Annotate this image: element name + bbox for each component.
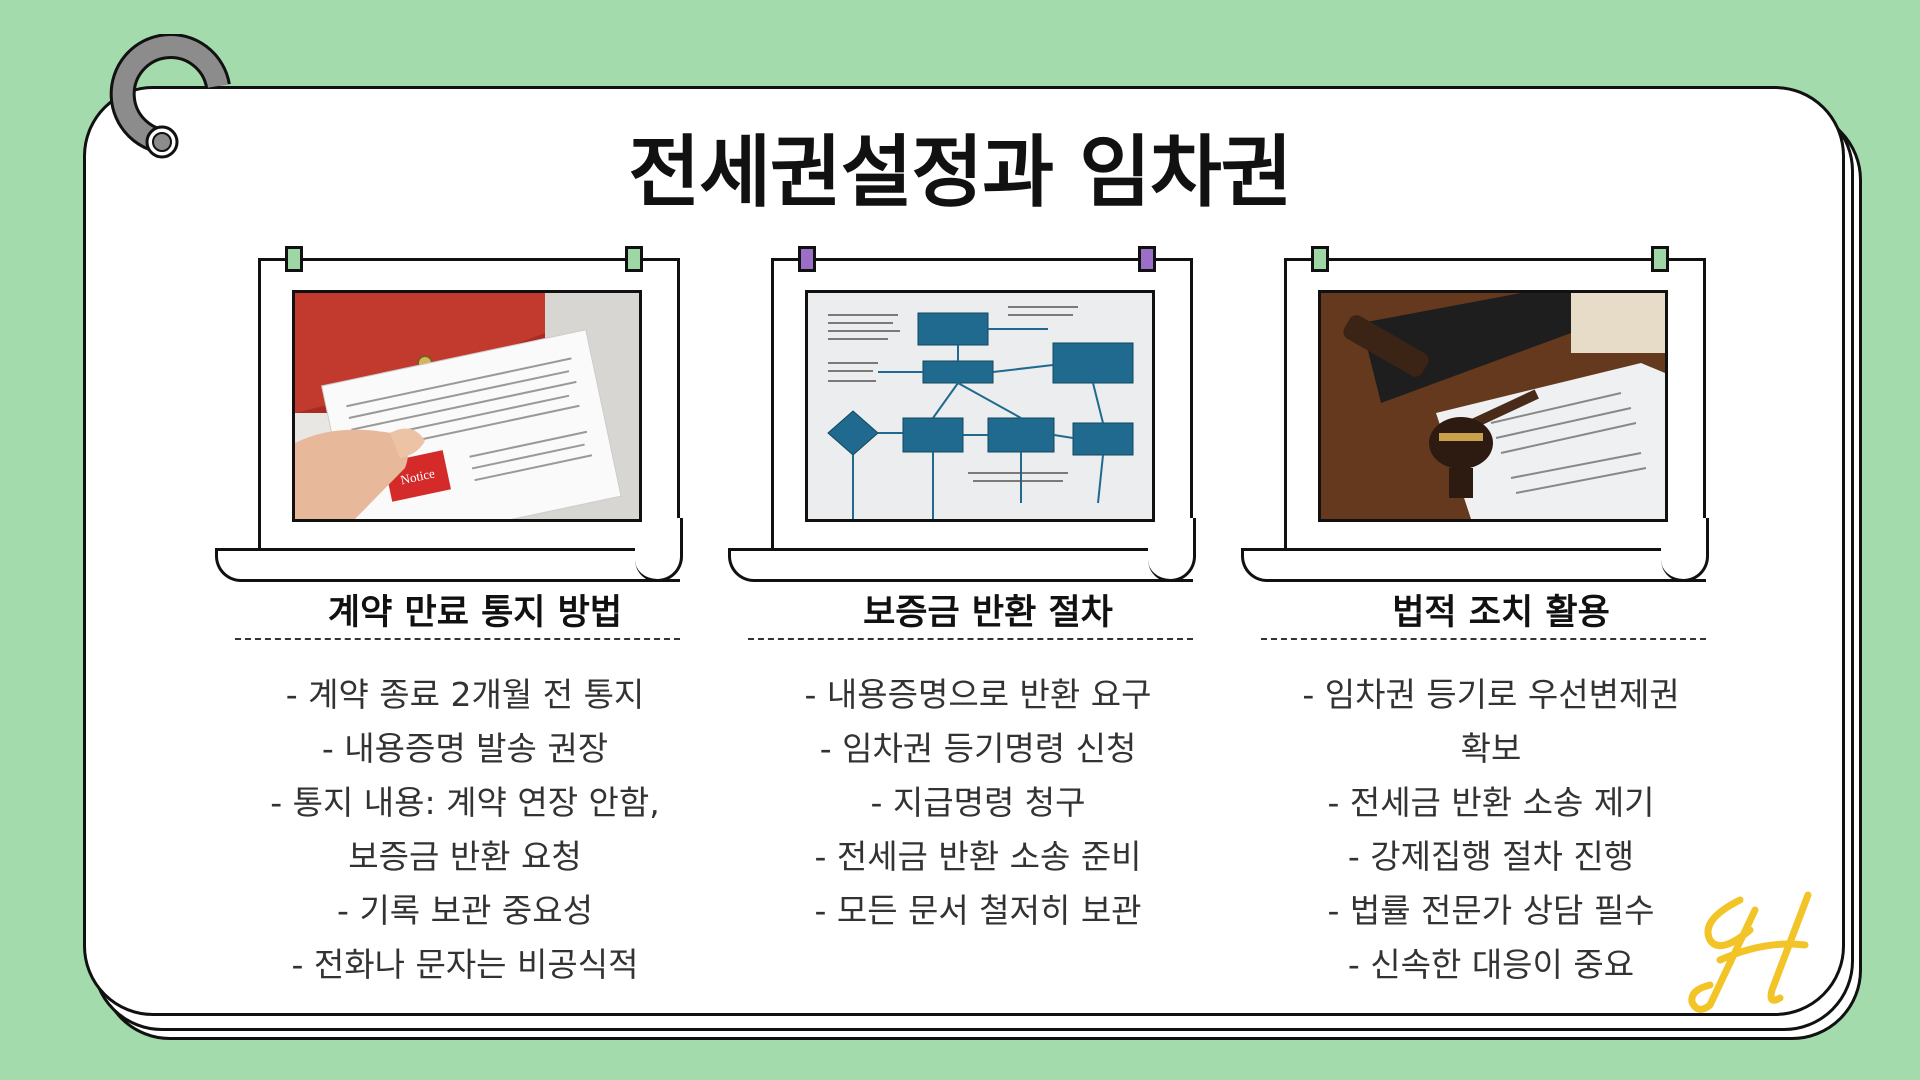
list-item: - 내용증명 발송 권장 <box>321 729 609 768</box>
gavel-photo <box>1318 290 1668 522</box>
stamp-label: Notice <box>399 465 436 487</box>
bullet-list: - 계약 종료 2개월 전 통지 - 내용증명 발송 권장 - 통지 내용: 계… <box>225 668 705 992</box>
list-item: 확보 <box>1460 729 1522 768</box>
list-item: - 계약 종료 2개월 전 통지 <box>285 675 645 714</box>
notice-letter-illustration: Notice <box>295 293 639 519</box>
column-heading: 법적 조치 활용 <box>1392 593 1610 633</box>
scroll-curl <box>1148 518 1196 582</box>
list-item: - 기록 보관 중요성 <box>337 891 593 930</box>
list-item: - 모든 문서 철저히 보관 <box>814 891 1142 930</box>
dashed-divider <box>1261 638 1706 640</box>
scroll-base <box>215 548 680 582</box>
scroll-curl <box>635 518 683 582</box>
dashed-divider <box>748 638 1193 640</box>
tab-marker-left <box>1311 246 1329 272</box>
column-contract-notice: Notice 계약 만료 통지 방법 - 계약 종료 2개월 전 통지 - 내용… <box>215 0 735 1080</box>
gavel-illustration <box>1321 293 1665 519</box>
page-title: 전세권설정과 임차권 <box>628 128 1293 218</box>
flowchart-image <box>805 290 1155 522</box>
tab-marker-right <box>1138 246 1156 272</box>
scroll-curl <box>1661 518 1709 582</box>
tab-marker-right <box>625 246 643 272</box>
dashed-divider <box>235 638 680 640</box>
list-item: - 전화나 문자는 비공식적 <box>291 945 639 984</box>
list-item: - 임차권 등기명령 신청 <box>819 729 1137 768</box>
list-item: 보증금 반환 요청 <box>348 837 582 876</box>
tab-marker-right <box>1651 246 1669 272</box>
column-deposit-return: 보증금 반환 절차 - 내용증명으로 반환 요구 - 임차권 등기명령 신청 -… <box>728 0 1248 1080</box>
column-heading: 계약 만료 통지 방법 <box>327 593 623 633</box>
list-item: - 통지 내용: 계약 연장 안함, <box>270 783 660 822</box>
signature-logo-icon <box>1688 891 1812 1013</box>
list-item: - 임차권 등기로 우선변제권 <box>1302 675 1680 714</box>
list-item: - 전세금 반환 소송 제기 <box>1327 783 1655 822</box>
column-legal-action: 법적 조치 활용 - 임차권 등기로 우선변제권 확보 - 전세금 반환 소송 … <box>1241 0 1761 1080</box>
flowchart-illustration <box>808 293 1152 519</box>
tab-marker-left <box>285 246 303 272</box>
notice-letter-photo: Notice <box>292 290 642 522</box>
list-item: - 강제집행 절차 진행 <box>1347 837 1635 876</box>
list-item: - 전세금 반환 소송 준비 <box>814 837 1142 876</box>
scroll-base <box>728 548 1193 582</box>
list-item: - 지급명령 청구 <box>870 783 1086 822</box>
list-item: - 법률 전문가 상담 필수 <box>1327 891 1655 930</box>
column-heading: 보증금 반환 절차 <box>863 593 1113 633</box>
binder-ring-icon <box>109 34 231 159</box>
bullet-list: - 임차권 등기로 우선변제권 확보 - 전세금 반환 소송 제기 - 강제집행… <box>1251 668 1731 992</box>
scroll-base <box>1241 548 1706 582</box>
tab-marker-left <box>798 246 816 272</box>
list-item: - 신속한 대응이 중요 <box>1347 945 1635 984</box>
bullet-list: - 내용증명으로 반환 요구 - 임차권 등기명령 신청 - 지급명령 청구 -… <box>738 668 1218 938</box>
list-item: - 내용증명으로 반환 요구 <box>804 675 1152 714</box>
